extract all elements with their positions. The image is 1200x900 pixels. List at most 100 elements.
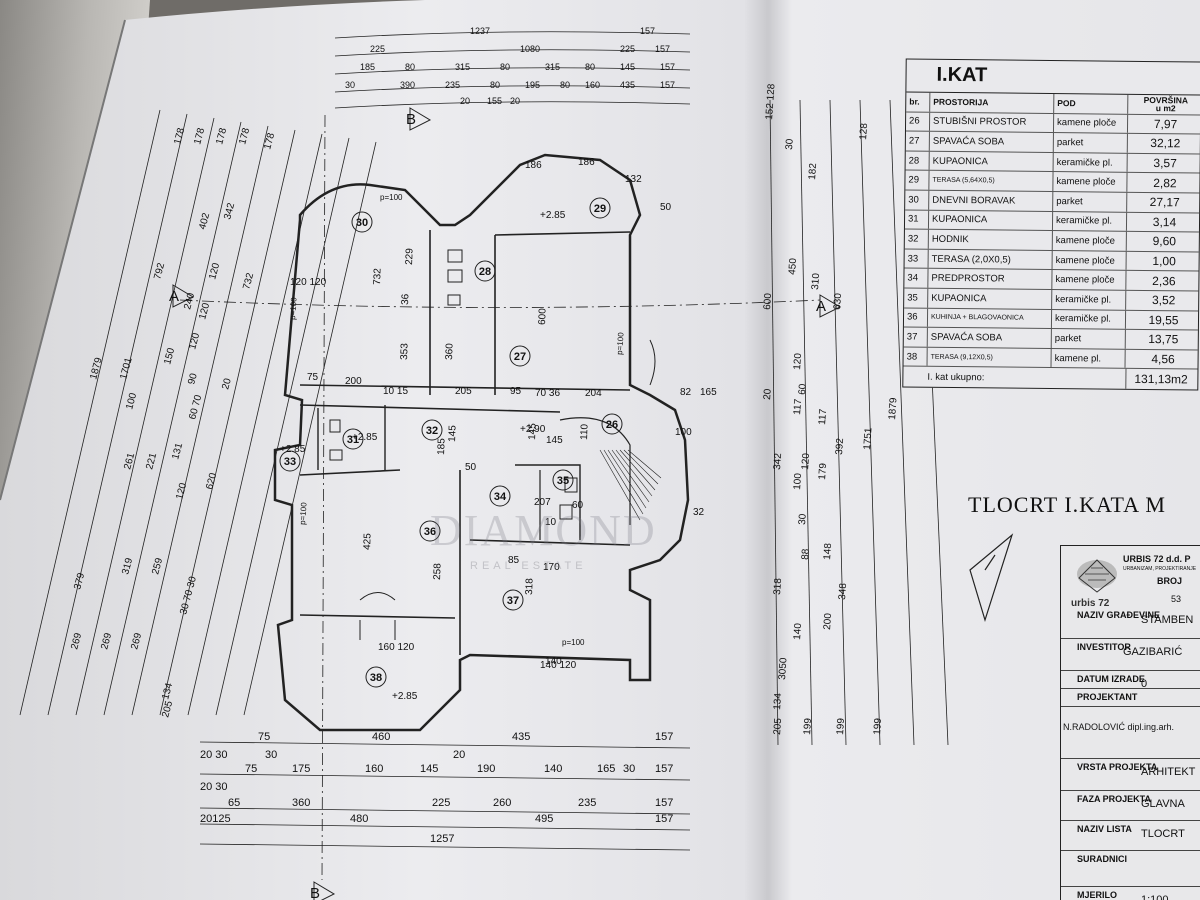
right-dimension-label: 342 xyxy=(772,452,784,470)
dimension-line-left xyxy=(243,141,377,716)
interior-dimension-label: 120 120 xyxy=(290,277,327,288)
cell-area: 27,17 xyxy=(1149,195,1180,210)
right-dimension-label: 30 xyxy=(797,513,809,525)
cell-floor: keramičke pl. xyxy=(1052,289,1127,310)
title-block: URBIS 72 d.d. P URBANIZAM, PROJEKTIRANJE… xyxy=(1060,545,1200,900)
dimension-line-right xyxy=(889,99,915,746)
interior-dimension-label: 165 xyxy=(700,387,717,398)
left-dimension-label: 379 xyxy=(72,571,87,590)
titleblock-label: FAZA PROJEKTA xyxy=(1077,794,1152,804)
interior-dimension-label: 95 xyxy=(510,386,522,397)
room-number: 29 xyxy=(594,203,606,215)
interior-dimension-label: 100 xyxy=(675,427,692,438)
total-label: I. kat ukupno: xyxy=(927,371,985,384)
dimension-line-left xyxy=(159,129,296,716)
header-floor: POD xyxy=(1054,94,1129,114)
room-number-circle xyxy=(279,450,301,472)
right-dimension-label: 148 xyxy=(822,542,834,560)
left-dimension-label: 90 xyxy=(186,372,200,386)
right-dimension-label: 20 xyxy=(762,388,774,400)
section-marker-icon xyxy=(313,881,336,900)
elevation-label: +2.85 xyxy=(352,432,378,443)
titleblock-label: DATUM IZRADE xyxy=(1077,674,1145,684)
interior-dimension-label: 186 xyxy=(578,157,595,168)
cell-room-number: 35 xyxy=(904,288,929,308)
top-dimension-label: 155 xyxy=(487,96,502,106)
interior-wall xyxy=(299,469,401,476)
top-dimension-label: 80 xyxy=(500,62,510,72)
stair-outline xyxy=(559,417,631,525)
cell-room-name: DNEVNI BORAVAK xyxy=(929,190,1054,211)
left-dimension-label: 261 xyxy=(122,451,137,470)
interior-dimension-label: 425 xyxy=(362,533,374,550)
dimension-line-left xyxy=(131,125,269,716)
titleblock-value: 1:100 xyxy=(1141,894,1169,900)
sill-height-note: p=100 xyxy=(288,297,299,321)
titleblock-row: PROJEKTANT xyxy=(1061,688,1200,707)
room-number-circle xyxy=(474,260,496,282)
elevation-label: +2.90 xyxy=(520,424,546,435)
right-dimension-label: 117 xyxy=(792,398,804,415)
stair-step xyxy=(607,449,647,509)
cell-room-number: 31 xyxy=(904,210,930,229)
cell-area: 2,82 xyxy=(1153,175,1177,190)
interior-dimension-label: 140 120 xyxy=(540,660,577,671)
sanitary-fixture xyxy=(329,419,341,433)
top-dimension-label: 20 xyxy=(460,96,470,106)
room-number-circle xyxy=(489,485,511,507)
cell-floor: kamene ploče xyxy=(1053,113,1129,133)
dimension-line-left xyxy=(47,113,188,716)
cell-room-name: HODNIK xyxy=(928,229,1053,250)
bottom-dimension-label: 235 xyxy=(578,797,596,809)
right-dimension-label: 120 xyxy=(792,352,804,370)
interior-dimension-label: 145 xyxy=(447,425,459,442)
titleblock-value: STAMBEN xyxy=(1141,614,1194,626)
right-dimension-label: 134 xyxy=(772,692,784,710)
right-dimension-label: 1751 xyxy=(862,427,875,450)
dimension-line-right xyxy=(769,99,779,746)
top-dimension-label: 157 xyxy=(660,80,675,90)
cell-area: 32,12 xyxy=(1150,136,1181,151)
interior-dimension-label: 186 xyxy=(525,160,542,171)
north-arrow-icon xyxy=(969,533,1014,623)
right-dimension-label: 152 128 xyxy=(764,83,778,120)
interior-dimension-label: 70 36 xyxy=(535,388,560,399)
section-marker-icon xyxy=(172,284,195,308)
bottom-dimension-label: 495 xyxy=(535,813,553,825)
interior-dimension-label: 258 xyxy=(432,563,444,580)
cell-area: 2,36 xyxy=(1152,273,1176,288)
right-dimension-label: 140 xyxy=(792,622,804,640)
elevation-label: +2.85 xyxy=(392,691,418,702)
interior-dimension-label: 132 xyxy=(625,174,642,185)
top-dimension-label: 390 xyxy=(400,80,415,90)
interior-dimension-label: 204 xyxy=(585,388,602,399)
interior-dimension-label: 360 xyxy=(444,343,456,360)
cell-area: 7,97 xyxy=(1153,116,1178,132)
sill-height-note: p=100 xyxy=(562,638,585,647)
sheet-title: TLOCRT I.KATA M xyxy=(968,492,1166,517)
cell-room-number: 30 xyxy=(905,190,930,210)
cell-room-name: SPAVAĆA SOBA xyxy=(929,131,1054,152)
bottom-dimension-label: 75 xyxy=(245,763,257,775)
interior-dimension-label: 32 xyxy=(693,507,705,518)
left-dimension-label: 120 xyxy=(207,261,222,280)
section-marker-icon xyxy=(819,294,842,318)
interior-dimension-label: 732 xyxy=(372,268,384,285)
cell-floor: kamene pl. xyxy=(1051,348,1126,369)
interior-wall xyxy=(299,404,561,413)
room-number-circle xyxy=(421,419,443,441)
room-number: 37 xyxy=(507,595,519,607)
interior-dimension-label: 50 xyxy=(465,462,477,473)
left-dimension-label: 269 xyxy=(99,631,114,650)
bottom-dimension-label: 435 xyxy=(512,731,530,743)
titleblock-label: VRSTA PROJEKTA xyxy=(1077,762,1158,772)
left-dimension-label: 620 xyxy=(204,471,219,490)
dimension-line-left xyxy=(103,121,242,716)
cell-floor: keramičke pl. xyxy=(1053,152,1128,173)
interior-dimension-label: 185 xyxy=(436,438,448,455)
bottom-dimension-label: 175 xyxy=(292,763,310,775)
left-dimension-label: 178 xyxy=(214,126,229,145)
